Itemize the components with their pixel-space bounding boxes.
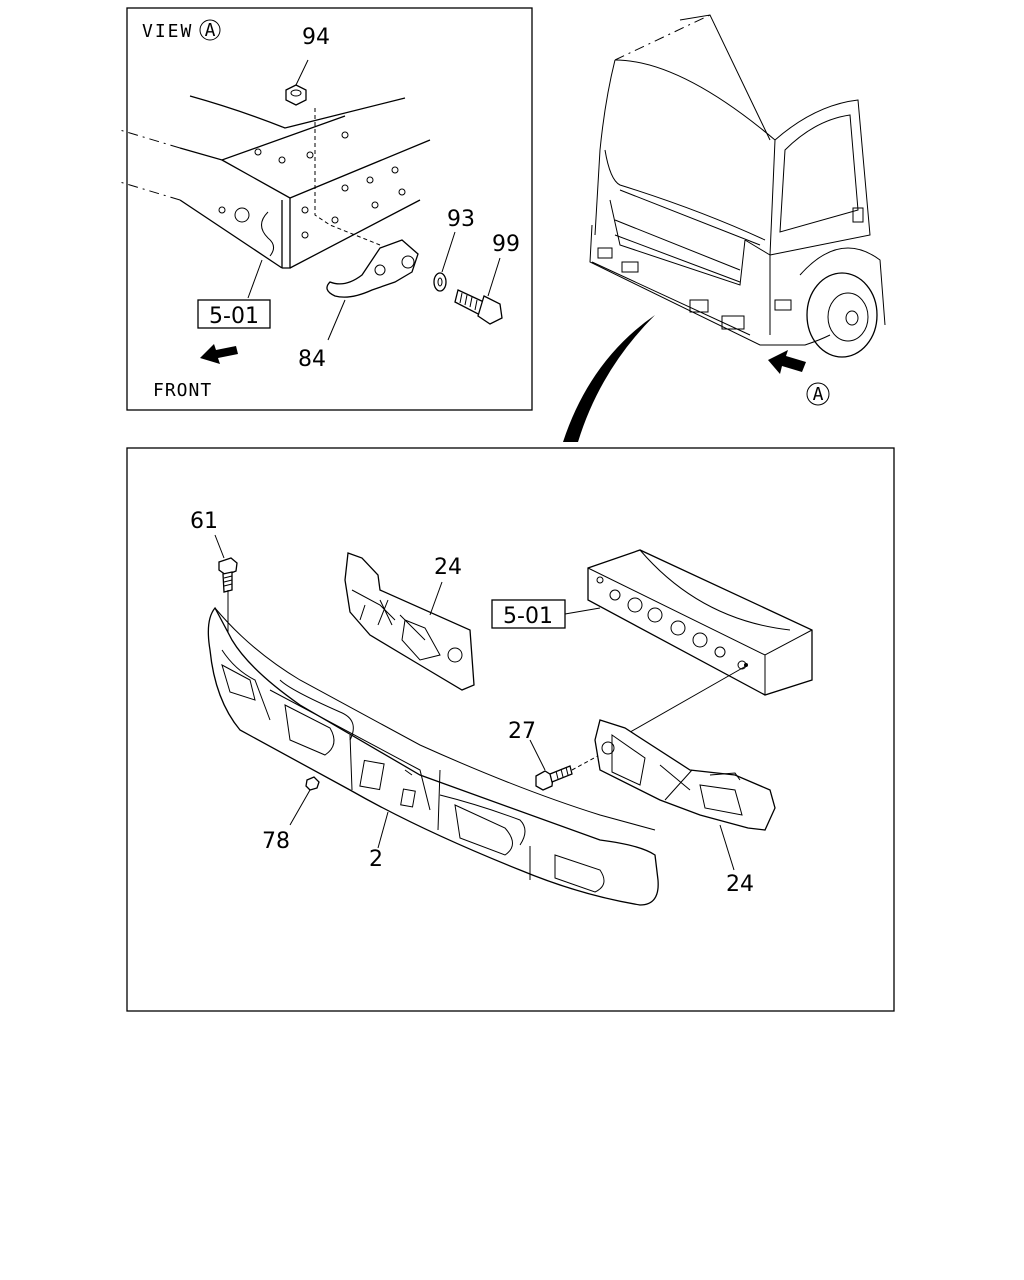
view-title: VIEW	[142, 21, 193, 42]
truck-cab-illustration	[589, 14, 886, 358]
tow-hook-icon	[326, 239, 419, 298]
ref-box-main	[491, 599, 566, 629]
bumper-frame	[126, 447, 895, 1012]
callout-84: 84	[298, 347, 326, 372]
view-a-panel: VIEW A	[119, 7, 533, 411]
callout-94: 94	[302, 25, 330, 50]
washer-93-icon	[433, 272, 447, 292]
callout-61: 61	[190, 509, 218, 534]
bolt-61-icon	[218, 557, 238, 593]
ref-label-main: 5-01	[503, 604, 553, 629]
bolt-27-icon	[535, 765, 573, 791]
view-marker-circle	[199, 19, 221, 41]
bolt-99-icon	[454, 289, 503, 325]
ref-box-view-a	[197, 299, 271, 329]
bracket-right-icon	[594, 719, 776, 831]
view-a-frame	[126, 7, 533, 411]
truck-view-marker-circle	[806, 382, 830, 406]
callout-99: 99	[492, 232, 520, 257]
bracket-left-icon	[344, 552, 475, 691]
front-label: FRONT	[153, 380, 212, 401]
nut-78-icon	[305, 776, 320, 791]
callout-27: 27	[508, 719, 536, 744]
connector-curve	[563, 315, 655, 442]
frame-rail	[179, 95, 431, 269]
front-arrow-icon	[200, 344, 238, 364]
ref-label-view-a: 5-01	[209, 304, 259, 329]
bumper-panel: 61 2 78	[126, 447, 895, 1012]
callout-24-top: 24	[434, 555, 462, 580]
truck-view-marker: A	[813, 384, 824, 405]
view-a-arrow-icon	[768, 350, 806, 374]
view-marker: A	[205, 20, 216, 41]
front-bumper-icon	[207, 606, 659, 906]
nut-94-icon	[285, 84, 307, 106]
callout-24-bottom: 24	[726, 872, 754, 897]
callout-78: 78	[262, 829, 290, 854]
callout-2: 2	[369, 847, 383, 872]
chassis-rail-icon	[587, 549, 813, 696]
callout-93: 93	[447, 207, 475, 232]
